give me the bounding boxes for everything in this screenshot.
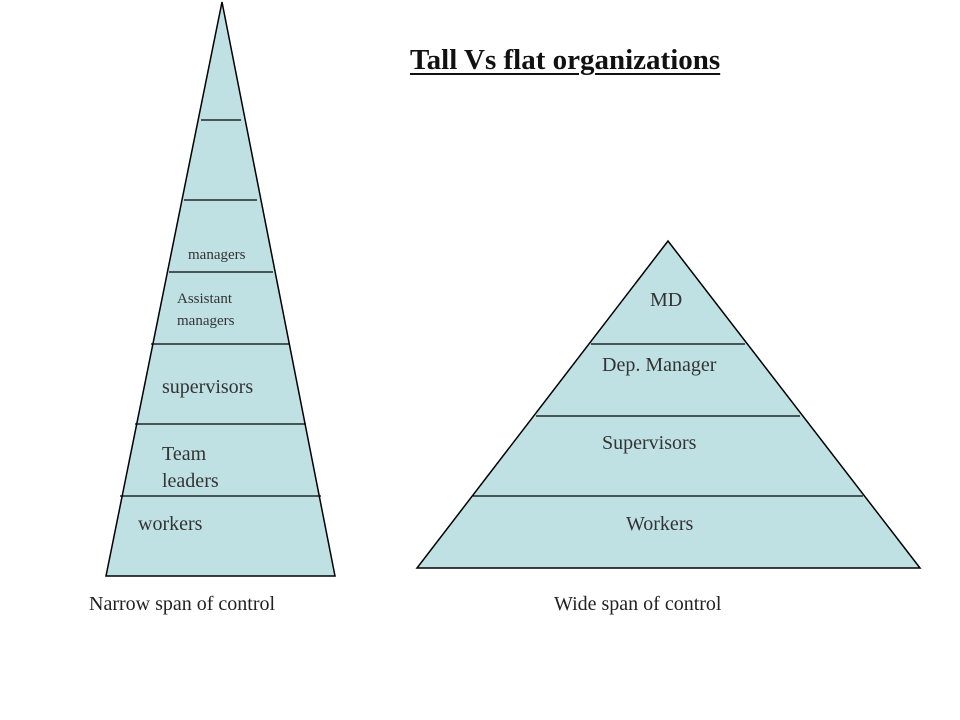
tall-level-workers: workers: [138, 513, 203, 535]
flat-caption: Wide span of control: [554, 593, 722, 615]
tall-pyramid: [105, 1, 336, 577]
tall-level-supervisors: supervisors: [162, 376, 254, 398]
flat-level-md: MD: [650, 289, 683, 311]
tall-level-team-leaders: Team leaders: [162, 443, 219, 492]
tall-level-managers: managers: [188, 247, 246, 263]
flat-level-dep-manager: Dep. Manager: [602, 354, 717, 376]
page-title: Tall Vs flat organizations: [410, 44, 721, 76]
tall-level-assistant-managers: Assistant managers: [177, 291, 235, 329]
flat-level-workers: Workers: [626, 513, 694, 535]
tall-caption: Narrow span of control: [89, 593, 276, 615]
flat-pyramid: [415, 239, 922, 569]
flat-level-supervisors: Supervisors: [602, 432, 697, 454]
